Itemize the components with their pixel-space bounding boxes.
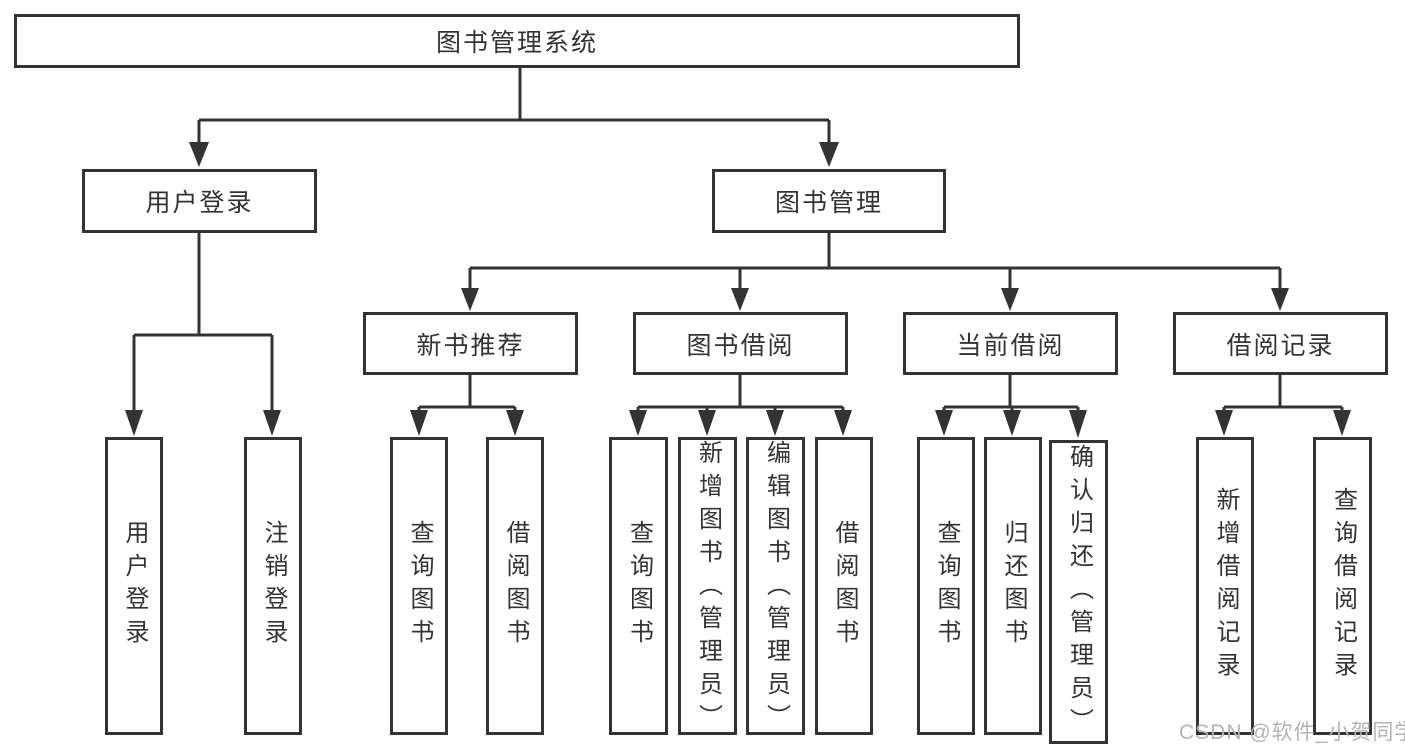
leaf-records-query-record: 查询借阅记录	[1313, 437, 1372, 735]
node-current-borrow: 当前借阅	[903, 312, 1118, 375]
node-new-book-recommend: 新书推荐	[363, 312, 578, 375]
leaf-borrow-add-books-admin: 新增图书（管理员）	[678, 437, 737, 737]
node-user-login: 用户登录	[82, 169, 317, 233]
leaf-current-return-books: 归还图书	[984, 437, 1042, 735]
node-book-borrow: 图书借阅	[633, 312, 848, 375]
node-borrow-records: 借阅记录	[1173, 312, 1388, 375]
leaf-current-confirm-return-admin: 确认归还（管理员）	[1049, 440, 1108, 744]
leaf-newbook-query-books: 查询图书	[390, 437, 448, 735]
leaf-newbook-borrow-books: 借阅图书	[486, 437, 544, 735]
leaf-borrow-borrow-books: 借阅图书	[815, 437, 873, 735]
leaf-borrow-edit-books-admin: 编辑图书（管理员）	[746, 437, 805, 737]
leaf-current-query-books: 查询图书	[917, 437, 975, 735]
leaf-user-login: 用户登录	[105, 437, 163, 735]
node-root: 图书管理系统	[14, 14, 1020, 68]
leaf-logout: 注销登录	[244, 437, 302, 735]
leaf-borrow-query-books: 查询图书	[609, 437, 668, 735]
leaf-records-add-record: 新增借阅记录	[1196, 437, 1254, 735]
watermark: CSDN @软件_小贺同学	[1179, 721, 1405, 744]
node-book-management: 图书管理	[712, 169, 946, 233]
